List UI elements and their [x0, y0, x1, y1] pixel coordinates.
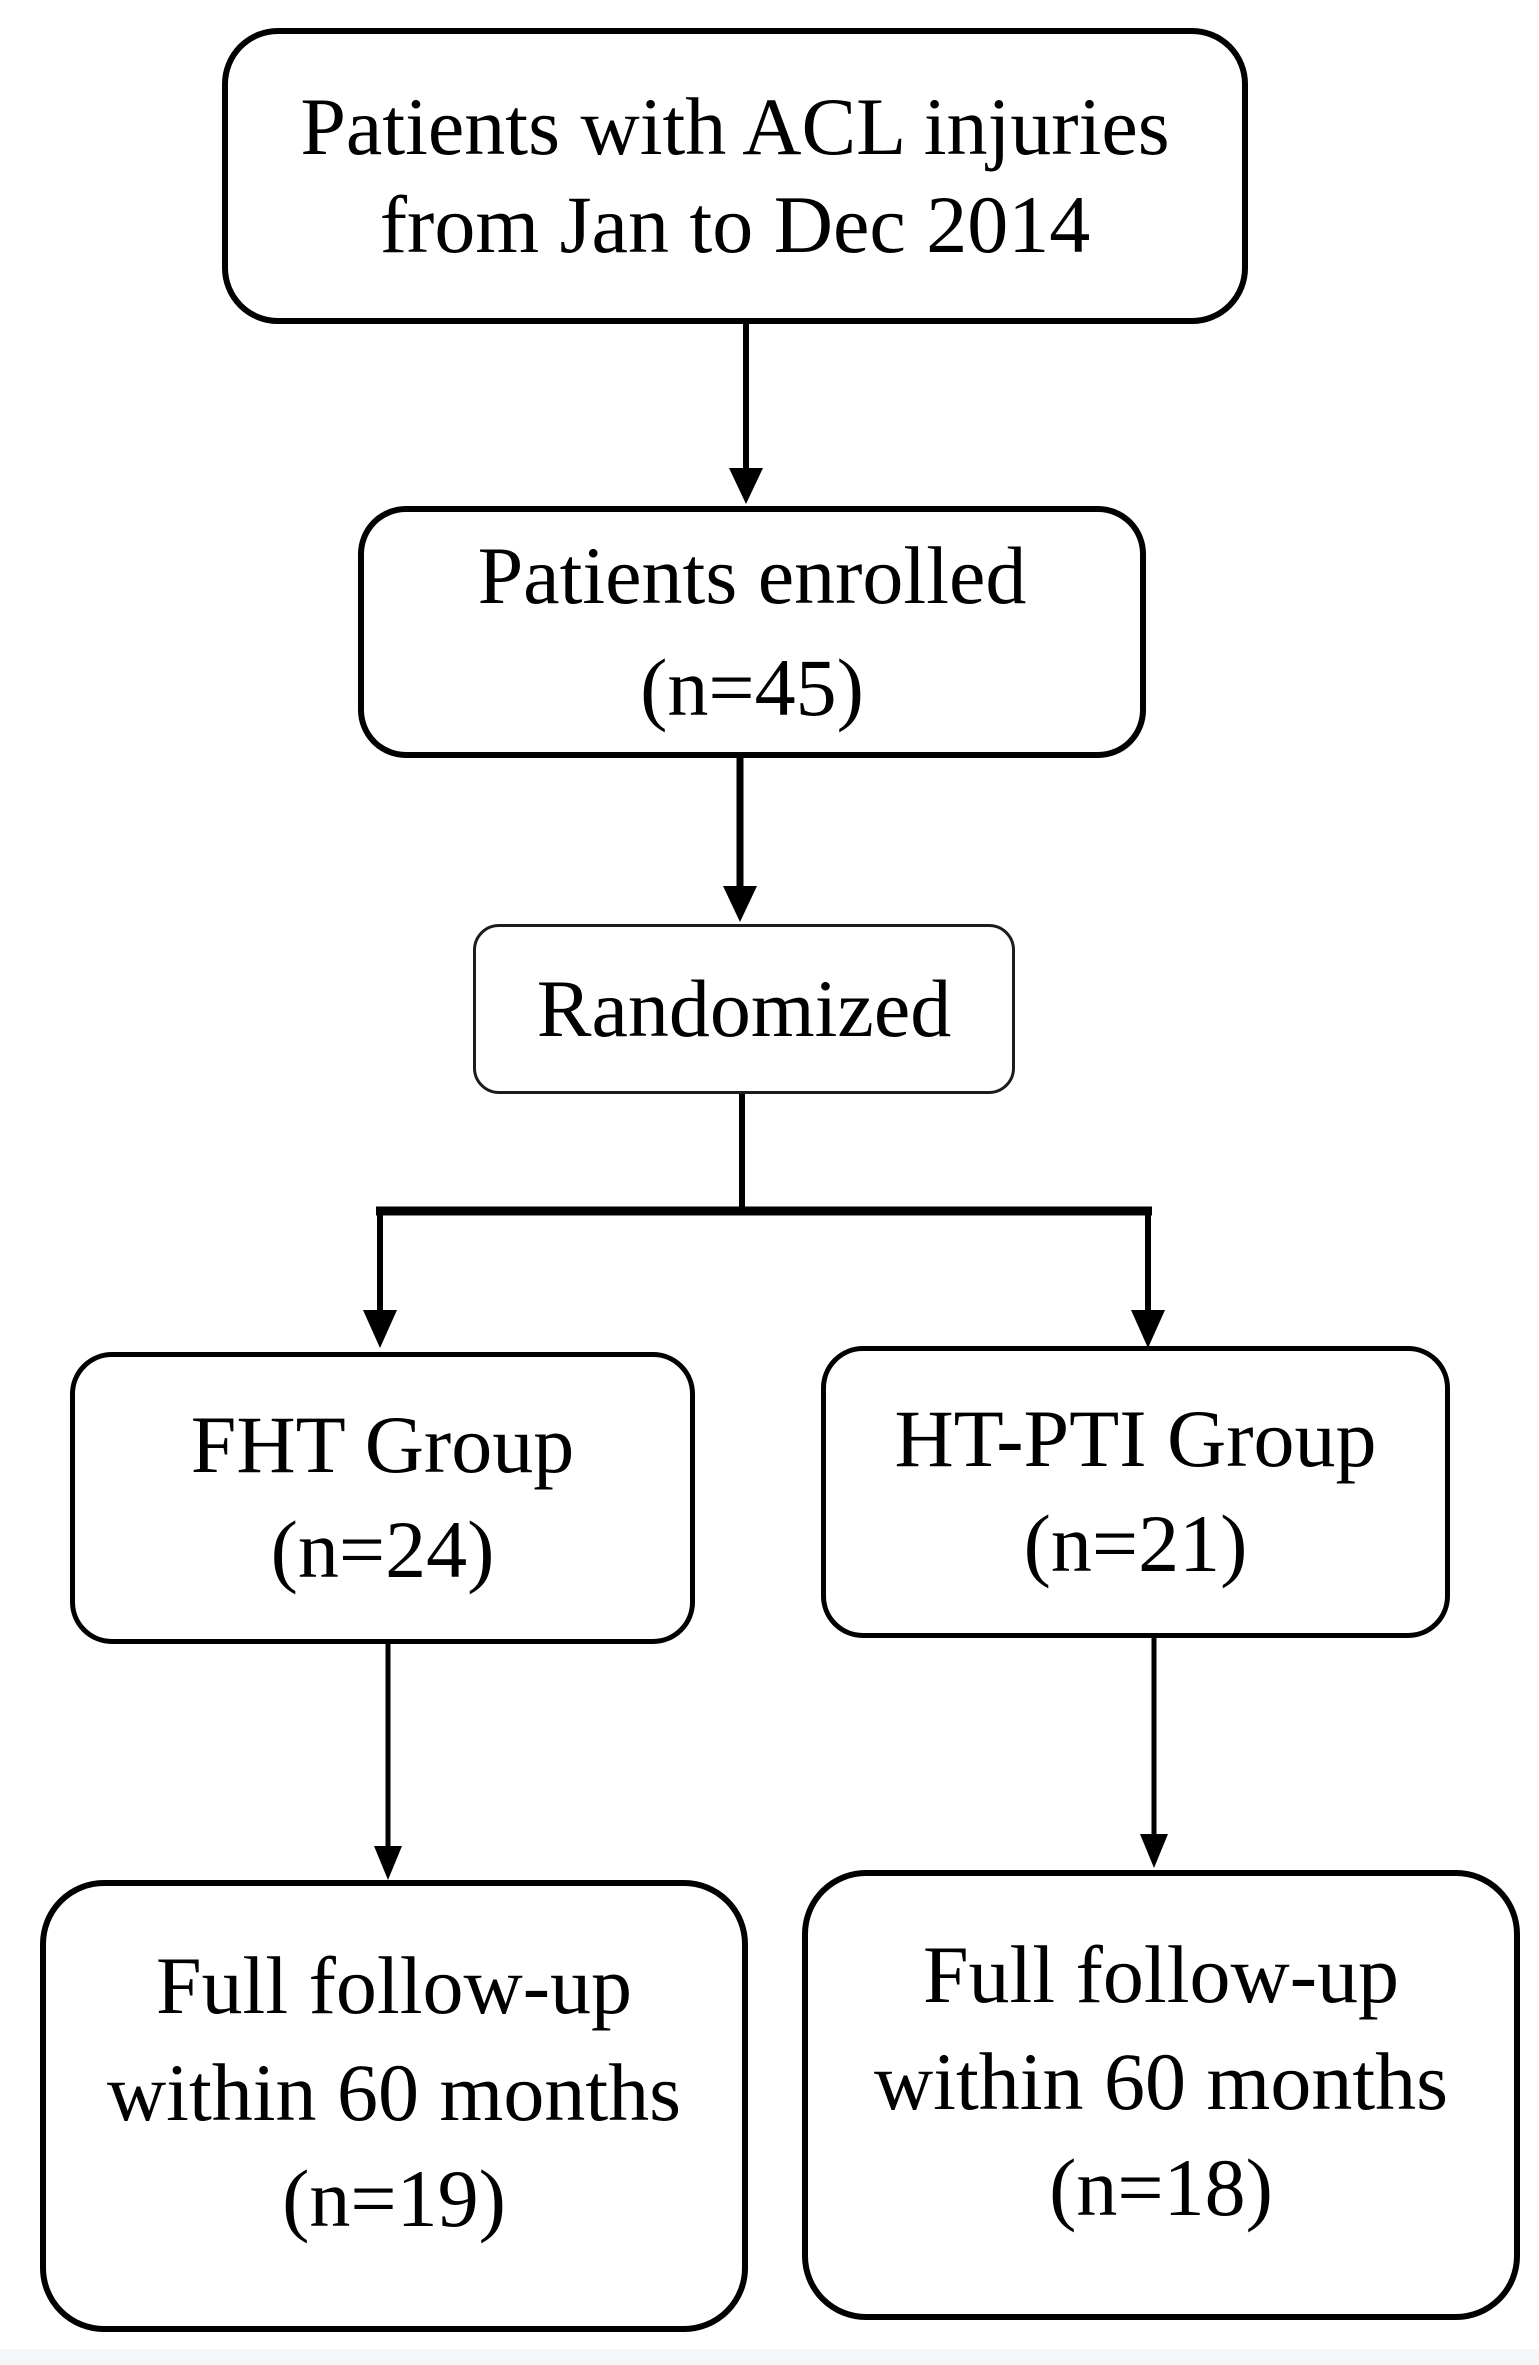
node-ht-pti-followup-line-2: within 60 months — [873, 2035, 1449, 2127]
node-enrolled-line-1: Patients enrolled — [477, 529, 1027, 621]
node-enrolled-count: (n=45) — [640, 642, 864, 733]
node-fht-group-line-1: FHT Group — [190, 1399, 575, 1491]
node-acl-injuries-line-2: from Jan to Dec 2014 — [379, 179, 1091, 270]
arrow-acl-to-enrolled — [729, 322, 763, 504]
node-randomized: Randomized — [473, 924, 1015, 1094]
node-fht-group: FHT Group (n=24) — [70, 1352, 695, 1644]
arrow-htpti-to-followup — [1140, 1636, 1168, 1868]
node-fht-followup-count: (n=19) — [282, 2153, 506, 2245]
node-acl-injuries: Patients with ACL injuries from Jan to D… — [222, 28, 1248, 324]
node-ht-pti-followup: Full follow-up within 60 months (n=18) — [802, 1870, 1520, 2320]
node-fht-followup: Full follow-up within 60 months (n=19) — [40, 1880, 748, 2332]
node-ht-pti-followup-line-1: Full follow-up — [922, 1929, 1400, 2021]
node-enrolled: Patients enrolled (n=45) — [358, 506, 1146, 758]
node-fht-group-count: (n=24) — [270, 1504, 495, 1595]
node-fht-followup-line-2: within 60 months — [106, 2046, 682, 2138]
node-ht-pti-group-line-1: HT-PTI Group — [894, 1393, 1377, 1485]
branch-randomized-split — [363, 1092, 1165, 1348]
node-ht-pti-group: HT-PTI Group (n=21) — [821, 1346, 1450, 1638]
footer-strip — [0, 2349, 1539, 2365]
node-acl-injuries-line-1: Patients with ACL injuries — [300, 80, 1170, 172]
node-fht-followup-line-1: Full follow-up — [155, 1940, 633, 2032]
node-ht-pti-followup-count: (n=18) — [1049, 2142, 1273, 2234]
node-randomized-label: Randomized — [536, 963, 952, 1055]
arrow-fht-to-followup — [374, 1642, 402, 1880]
arrow-enrolled-to-randomized — [723, 756, 757, 922]
node-ht-pti-group-count: (n=21) — [1023, 1498, 1248, 1589]
